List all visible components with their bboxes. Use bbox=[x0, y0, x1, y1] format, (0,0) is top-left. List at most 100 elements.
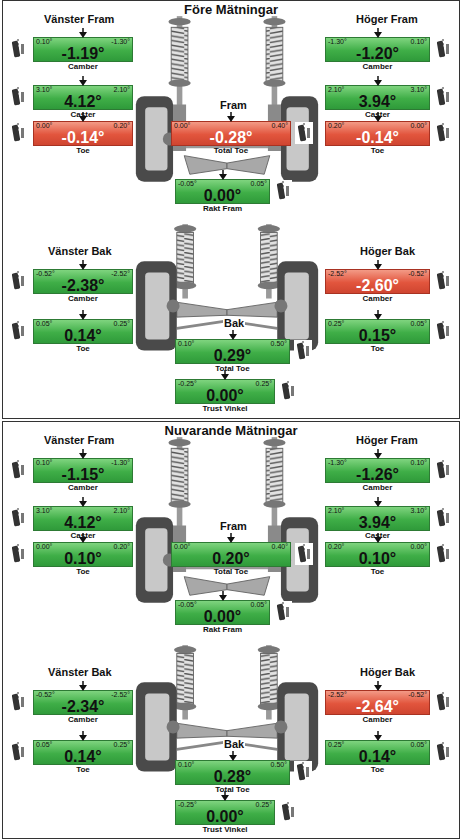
wheel-icon bbox=[9, 741, 27, 763]
measured-value: 0.10° bbox=[326, 551, 429, 567]
range-max: 2.10° bbox=[114, 507, 130, 515]
gauge-label: Camber bbox=[34, 715, 132, 725]
gauge-label: Camber bbox=[34, 483, 132, 493]
pointer-arrow bbox=[78, 76, 88, 86]
range-min: 3.10° bbox=[36, 507, 52, 515]
pointer-arrow bbox=[373, 681, 383, 691]
gauge-bar: 2.10°3.10°3.94°Caster bbox=[325, 85, 430, 110]
range-max: 0.05° bbox=[251, 180, 267, 188]
gauge-bar: 0.25°0.05°0.14°Toe bbox=[325, 740, 430, 765]
gauge-label: Rakt Fram bbox=[176, 625, 269, 635]
measured-value: 0.14° bbox=[326, 749, 429, 765]
gauge-bar: 0.05°0.25°0.14°Toe bbox=[33, 740, 133, 765]
wheel-icon bbox=[434, 320, 452, 342]
wheel-icon bbox=[9, 86, 27, 108]
measured-value: -2.64° bbox=[326, 699, 429, 715]
gauge-bar: -0.52°-2.52°-2.38°Camber bbox=[33, 269, 133, 294]
range-max: 0.05° bbox=[411, 741, 427, 749]
gauge-label: Toe bbox=[34, 146, 132, 156]
range-max: 3.10° bbox=[411, 507, 427, 515]
pointer-arrow bbox=[78, 497, 88, 507]
wheel-icon bbox=[434, 691, 452, 713]
section-heading: Vänster Fram bbox=[43, 434, 115, 446]
gauge-label: Total Toe bbox=[176, 785, 289, 795]
pointer-arrow bbox=[218, 591, 228, 601]
gauge-label: Camber bbox=[326, 715, 429, 725]
wheel-icon bbox=[434, 741, 452, 763]
gauge-bar: -2.52°-0.52°-2.64°Camber bbox=[325, 690, 430, 715]
range-min: 0.25° bbox=[328, 320, 344, 328]
measured-value: 0.29° bbox=[176, 348, 289, 364]
wheel-icon bbox=[295, 543, 313, 565]
wheel-icon bbox=[434, 122, 452, 144]
report-panel: Före Mätningar0.10°-1.30°-1.19°Camber3.1… bbox=[2, 0, 460, 419]
wheel-icon bbox=[434, 270, 452, 292]
measured-value: 0.14° bbox=[34, 749, 132, 765]
measured-value: 3.94° bbox=[326, 515, 429, 531]
gauge-bar: 0.20°0.00°-0.14°Toe bbox=[325, 121, 430, 146]
gauge-bar: 0.25°0.05°0.15°Toe bbox=[325, 319, 430, 344]
pointer-arrow bbox=[373, 497, 383, 507]
range-max: -2.52° bbox=[111, 270, 130, 278]
measured-value: -1.26° bbox=[326, 467, 429, 483]
range-max: 0.50° bbox=[271, 761, 287, 769]
measured-value: -1.15° bbox=[34, 467, 132, 483]
range-min: 0.25° bbox=[328, 741, 344, 749]
gauge-bar: 3.10°2.10°4.12°Caster bbox=[33, 85, 133, 110]
range-max: 0.05° bbox=[411, 320, 427, 328]
gauge-bar: 3.10°2.10°4.12°Caster bbox=[33, 506, 133, 531]
gauge-bar: 0.00°0.40°-0.28°Total Toe bbox=[171, 121, 291, 146]
measured-value: 0.20° bbox=[172, 551, 290, 567]
measured-value: 0.00° bbox=[176, 609, 269, 625]
range-min: -0.05° bbox=[178, 180, 197, 188]
pointer-arrow bbox=[373, 76, 383, 86]
gauge-bar: 0.20°0.00°0.10°Toe bbox=[325, 542, 430, 567]
section-heading: Vänster Bak bbox=[47, 666, 113, 678]
gauge-bar: -0.25°0.25°0.00°Trust Vinkel bbox=[175, 800, 275, 825]
measured-value: -1.19° bbox=[34, 46, 132, 62]
measured-value: 4.12° bbox=[34, 515, 132, 531]
range-max: 0.10° bbox=[411, 38, 427, 46]
wheel-icon bbox=[279, 380, 297, 402]
measured-value: 0.00° bbox=[176, 809, 274, 825]
range-max: 0.20° bbox=[114, 543, 130, 551]
range-max: -1.30° bbox=[111, 38, 130, 46]
measured-value: 3.94° bbox=[326, 94, 429, 110]
range-min: 0.05° bbox=[36, 320, 52, 328]
gauge-label: Rakt Fram bbox=[176, 204, 269, 214]
range-min: -1.30° bbox=[328, 459, 347, 467]
range-max: -0.52° bbox=[408, 691, 427, 699]
measured-value: 0.00° bbox=[176, 388, 274, 404]
section-heading: Vänster Fram bbox=[43, 13, 115, 25]
gauge-bar: 0.10°0.50°0.29°Total Toe bbox=[175, 339, 290, 364]
range-min: 2.10° bbox=[328, 86, 344, 94]
measured-value: 0.00° bbox=[176, 188, 269, 204]
measured-value: 0.10° bbox=[34, 551, 132, 567]
gauge-label: Camber bbox=[34, 62, 132, 72]
section-heading: Vänster Bak bbox=[47, 245, 113, 257]
gauge-label: Toe bbox=[34, 567, 132, 577]
range-min: -0.25° bbox=[178, 380, 197, 388]
gauge-bar: 0.10°-1.30°-1.15°Camber bbox=[33, 458, 133, 483]
wheel-icon bbox=[9, 270, 27, 292]
range-min: -0.05° bbox=[178, 601, 197, 609]
range-min: -2.52° bbox=[328, 270, 347, 278]
range-max: 0.10° bbox=[411, 459, 427, 467]
wheel-icon bbox=[9, 38, 27, 60]
wheel-icon bbox=[9, 507, 27, 529]
wheel-icon bbox=[294, 340, 312, 362]
range-min: 0.00° bbox=[174, 543, 190, 551]
gauge-bar: 0.00°0.20°-0.14°Toe bbox=[33, 121, 133, 146]
gauge-label: Trust Vinkel bbox=[176, 404, 274, 414]
wheel-icon bbox=[9, 320, 27, 342]
gauge-bar: -1.30°0.10°-1.26°Camber bbox=[325, 458, 430, 483]
range-max: 0.40° bbox=[272, 122, 288, 130]
range-min: -2.52° bbox=[328, 691, 347, 699]
wheel-icon bbox=[434, 86, 452, 108]
wheel-icon bbox=[9, 122, 27, 144]
range-max: -2.52° bbox=[111, 691, 130, 699]
measured-value: 0.15° bbox=[326, 328, 429, 344]
section-heading: Höger Fram bbox=[355, 434, 419, 446]
range-max: 0.20° bbox=[114, 122, 130, 130]
gauge-label: Trust Vinkel bbox=[176, 825, 274, 835]
